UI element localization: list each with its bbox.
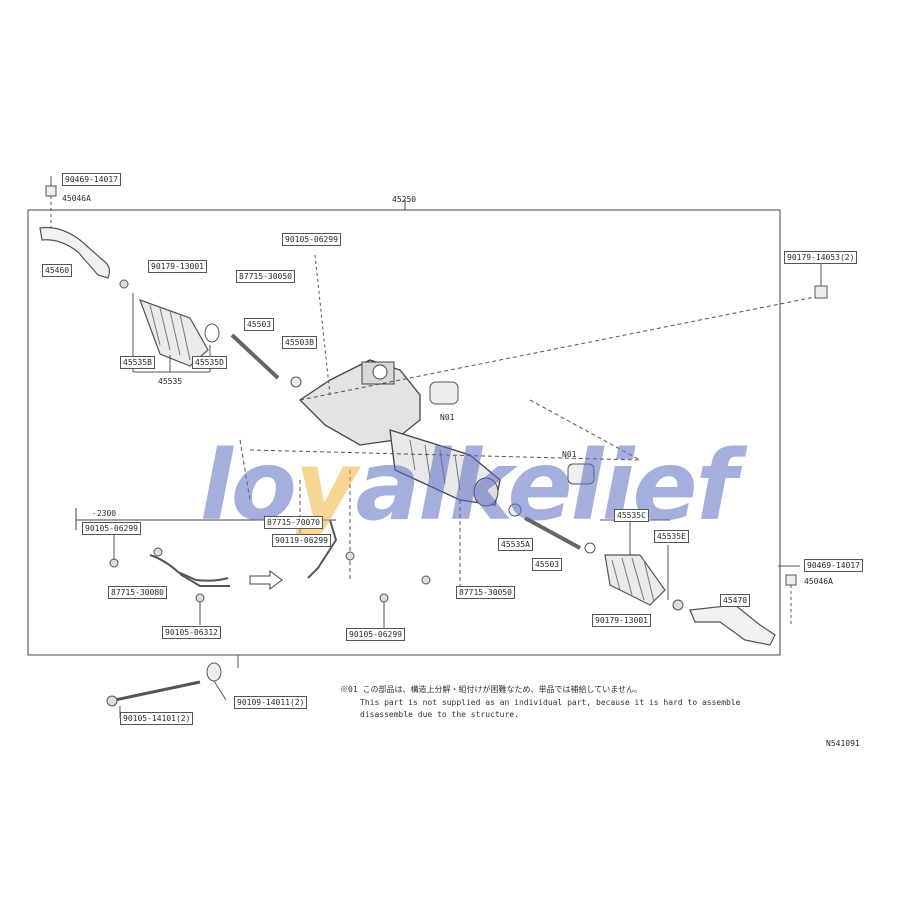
part-label[interactable]: 90105-06299 [346, 628, 405, 641]
bushing [429, 381, 459, 405]
part-label[interactable]: 87715-30050 [236, 270, 295, 283]
dimension-label: -2300 [92, 509, 117, 518]
part-label[interactable]: 87715-70070 [264, 516, 323, 529]
part-label[interactable]: 90469-14017 [804, 559, 863, 572]
part-label[interactable]: 45503 [244, 318, 275, 331]
part-label[interactable]: 90105-06312 [162, 626, 221, 639]
reference-marker: N01 [562, 450, 577, 459]
part-label[interactable]: 90105-06299 [82, 522, 141, 535]
note-english-1: This part is not supplied as an individu… [360, 698, 741, 707]
note-japanese: ※01 この部品は、構造上分解・組付けが困難なため、単品では補給していません。 [340, 685, 642, 694]
part-label[interactable]: 45470 [720, 594, 751, 607]
part-label[interactable]: 90109-14011(2) [234, 696, 308, 709]
part-label[interactable]: 45503B [282, 336, 317, 349]
mount-bolt [114, 680, 201, 702]
part-label[interactable]: 90105-06299 [282, 233, 341, 246]
tie-rod-end-right [689, 604, 776, 646]
part-label[interactable]: 45460 [42, 264, 73, 277]
part-label[interactable]: 45535D [192, 356, 227, 369]
part-label[interactable]: 45535 [158, 377, 183, 386]
part-label[interactable]: 90179-13001 [148, 260, 207, 273]
pipe [149, 554, 229, 582]
part-label[interactable]: 90179-13001 [592, 614, 651, 627]
part-label[interactable]: 87715-30050 [456, 586, 515, 599]
reference-marker: N01 [440, 413, 455, 422]
part-label[interactable]: 90469-14017 [62, 173, 121, 186]
part-label[interactable]: 45535B [120, 356, 155, 369]
part-label[interactable]: 90119-06299 [272, 534, 331, 547]
part-label[interactable]: 45046A [804, 577, 833, 586]
tie-rod-end-left [39, 226, 111, 279]
part-label[interactable]: 90179-14053(2) [784, 251, 858, 264]
part-label[interactable]: 45535C [614, 509, 649, 522]
inner-tie-rod-left [230, 333, 280, 380]
part-label[interactable]: 45046A [62, 194, 91, 203]
part-label[interactable]: 90105-14101(2) [120, 712, 194, 725]
part-label[interactable]: 45535A [498, 538, 533, 551]
boot-right [604, 554, 666, 606]
part-label[interactable]: 45535E [654, 530, 689, 543]
note-english-2: disassemble due to the structure. [360, 710, 519, 719]
main-part-number: 45250 [392, 195, 417, 204]
catalog-reference: N541091 [826, 739, 860, 748]
assembly-frame [27, 209, 781, 656]
part-label[interactable]: 45503 [532, 558, 563, 571]
part-label[interactable]: 87715-30080 [108, 586, 167, 599]
